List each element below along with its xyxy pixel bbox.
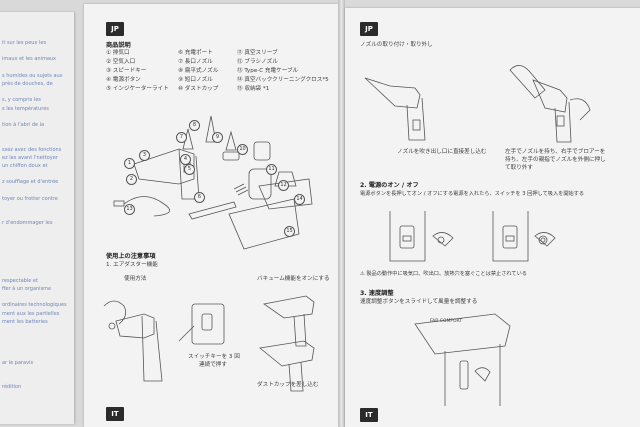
press-hand-right: [534, 232, 556, 247]
part-3: ③ スピードキー: [106, 68, 147, 74]
part-6: ⑥ 充電ポート: [178, 50, 213, 56]
brand-label: FAR COMFORT: [430, 319, 463, 324]
nozzle-caption-remove-2: 持ち、左手の親指でノズルを外側に押し: [505, 157, 606, 163]
dust-cup-note: ダストカップを差し込む: [257, 382, 319, 388]
speed-description: 速度調整ボタンをスライドして風量を調整する: [360, 299, 478, 305]
part-8: ⑧ 扁平式ノズル: [178, 68, 219, 74]
nozzle-caption-insert: ノズルを吹き出し口に直接差し込む: [397, 149, 487, 155]
callout-11: 11: [266, 164, 277, 175]
part-15: ⑮ 収納袋 *1: [237, 86, 270, 92]
left-page-line: it sur les peux les: [2, 40, 47, 46]
power-device-right: [492, 211, 529, 262]
left-page-line: toyer ou frotter contre: [2, 195, 58, 202]
storage-bag-illustration: [228, 198, 300, 250]
left-page-line: ment les batteries: [2, 318, 48, 325]
callout-7: 7: [176, 132, 187, 143]
usage-illustrations: [103, 295, 315, 392]
power-title: 2. 電源のオン / オフ: [360, 182, 419, 189]
nozzle-caption-remove-3: て取り外す: [505, 165, 533, 171]
usage-method-label: 使用方法: [124, 276, 147, 282]
callout-14: 14: [294, 194, 305, 205]
left-page-line: z soufflage et d'entrée: [2, 179, 59, 186]
left-page-line: ssez avec des fonctions: [2, 146, 62, 153]
left-page-line: ar le paravis: [2, 359, 34, 366]
right-page: JP ノズルの取り付け・取り外し ノズルを吹き出し口に直接差し込む 左手でノズル…: [345, 8, 640, 427]
warning-note: ⚠ 製品の動作中に吸気口、吹出口、放熱穴を塞ぐことは禁止されている: [360, 271, 527, 277]
short-nozzle-illustration: [225, 130, 237, 151]
left-page-line: respectable et: [2, 277, 38, 284]
part-1: ① 排気口: [106, 50, 130, 56]
switch-zoom-illustration: [191, 303, 225, 345]
callout-9: 9: [212, 132, 223, 143]
left-page-line: imaux et les animaux: [2, 56, 57, 63]
switch-note-line1: スイッチキーを 3 回: [188, 354, 240, 360]
warning-icon: ⚠: [360, 271, 367, 277]
page-spine: [338, 0, 345, 427]
flat-nozzle-illustration: [205, 115, 217, 143]
part-5: ⑤ インジケーターライト: [106, 86, 169, 92]
nozzle-attach-title: ノズルの取り付け・取り外し: [360, 42, 433, 48]
left-page-line: s humides ou sujets aux: [2, 72, 63, 79]
left-page-line: s, y compris les: [2, 97, 41, 104]
left-page-line: près de douches, de: [2, 81, 53, 87]
air-duster-function-title: 1. エアダスター機能: [106, 262, 158, 268]
left-page-line: ment aux les partielles: [2, 310, 60, 317]
product-description-title: 商品説明: [106, 42, 131, 49]
speed-slider-illustration: [459, 360, 469, 390]
nozzle-illustrations: [364, 65, 591, 143]
power-illustrations: [389, 211, 556, 262]
callout-1: 1: [124, 158, 135, 169]
lang-tag-it-right: IT: [360, 408, 378, 422]
callout-15: 15: [284, 226, 295, 237]
left-page: it sur les peux les imaux et les animaux s…: [0, 12, 74, 424]
part-14: ⑭ 真空バッククリーニングクロス*5: [237, 77, 329, 83]
middle-page: JP 商品説明 ① 排気口 ② 空気入口 ③ スピードキー ④ 電源ボタン ⑤ …: [84, 4, 338, 427]
part-4: ④ 電源ボタン: [106, 77, 141, 83]
blower-nozzle-illustration: [364, 77, 421, 109]
part-10: ⑩ ダストカップ: [178, 86, 219, 92]
usage-notes-title: 使用上の注意事項: [106, 253, 156, 260]
cable-illustration: [123, 196, 171, 217]
callout-3: 3: [139, 150, 150, 161]
callout-13: 13: [124, 204, 135, 215]
left-page-line: rédition: [2, 384, 22, 391]
callout-10: 10: [237, 144, 248, 155]
part-9: ⑨ 短口ノズル: [178, 77, 213, 83]
nozzle-caption-remove-1: 左手でノズルを持ち、右手でブロアーを: [505, 149, 606, 155]
left-page-line: ez les avant l'nettoyer: [2, 154, 58, 161]
callout-5: 5: [184, 164, 195, 175]
left-page-line: tion à l'abri de la: [2, 122, 45, 128]
lang-tag-jp-right: JP: [360, 22, 378, 36]
callout-2: 2: [126, 174, 137, 185]
left-page-line: un chiffon doux et: [2, 163, 48, 169]
callout-12: 12: [278, 180, 289, 191]
callout-8: 8: [189, 120, 200, 131]
left-page-line: ffer à un organisme: [2, 286, 52, 292]
part-7: ⑦ 長口ノズル: [178, 59, 213, 65]
power-device-left: [389, 211, 426, 262]
part-13: ⑬ Type-C 充電ケーブル: [237, 68, 299, 74]
left-page-line: ordinaires technologiques: [2, 302, 67, 309]
dust-cup-illustration: [253, 141, 271, 161]
parts-diagram: [113, 115, 313, 250]
part-11: ⑪ 真空スリーブ: [237, 50, 278, 56]
lang-tag-jp: JP: [106, 22, 124, 36]
switch-note-line2: 連続で押す: [199, 362, 227, 368]
speed-illustration: [414, 313, 511, 406]
lang-tag-it-middle: IT: [106, 407, 124, 421]
part-2: ② 空気入口: [106, 59, 136, 65]
left-page-line: s les températures: [2, 105, 49, 112]
power-description: 電源ボタンを長押してオン / オフにする電源を入れたら、スイッチを 3 回押して…: [360, 191, 585, 197]
callout-6: 6: [194, 192, 205, 203]
vacuum-on-label: バキューム機能をオンにする: [257, 276, 330, 282]
press-hand-left: [432, 232, 454, 247]
cleaning-cloth-illustration: [258, 178, 313, 210]
brush-nozzle-illustration: [274, 171, 297, 187]
speed-title: 3. 速度調整: [360, 290, 394, 297]
part-12: ⑫ ブラシノズル: [237, 59, 278, 65]
left-page-line: r d'endommager les: [2, 220, 53, 227]
